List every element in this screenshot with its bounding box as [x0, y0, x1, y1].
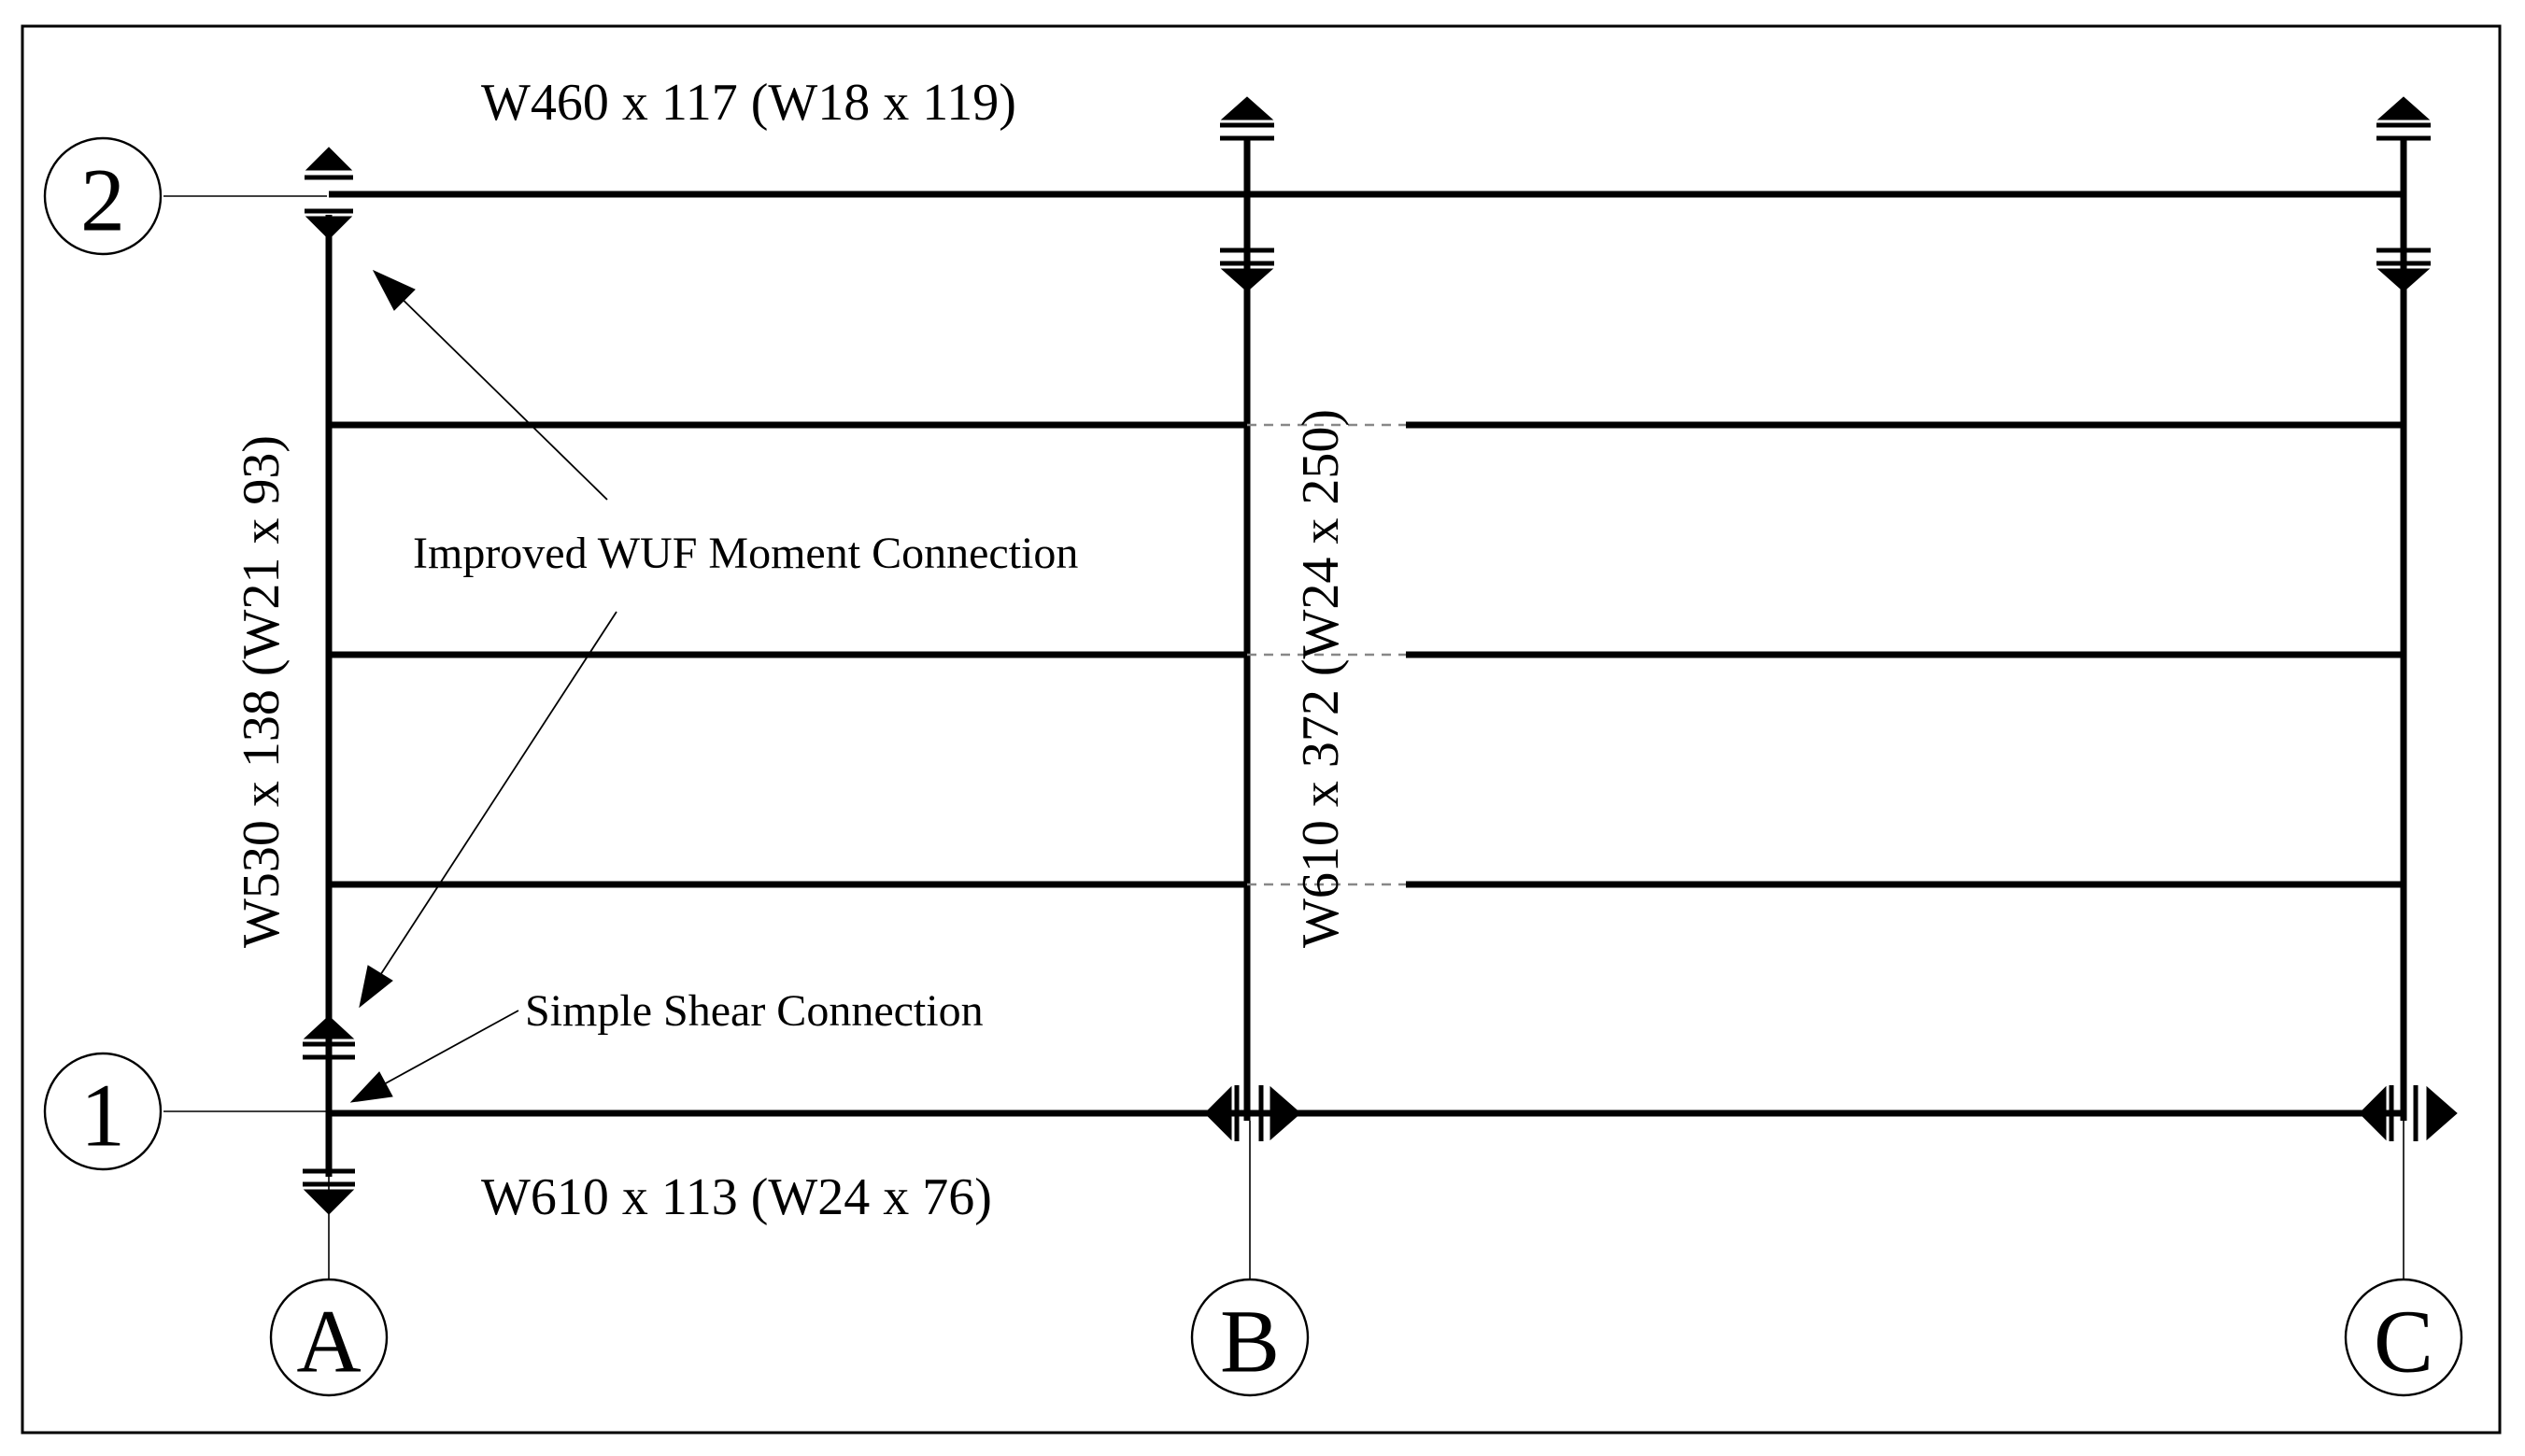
grid-label-col-a: A — [296, 1292, 361, 1392]
drawing-border — [21, 24, 2502, 1435]
grid-bubble-col-b: B — [1190, 1278, 1310, 1397]
moment-connection-symbol-c2-top — [2376, 96, 2431, 141]
shear-connection-note: Simple Shear Connection — [525, 986, 984, 1036]
grid-bubble-row-2: 2 — [43, 136, 163, 256]
grid-label-row-2: 2 — [80, 150, 125, 250]
column-b-girder-section-label: W610 x 372 (W24 x 250) — [1292, 409, 1350, 948]
moment-connection-leader-top — [372, 269, 608, 501]
column-a-girder-section-label: W530 x 138 (W21 x 93) — [233, 435, 291, 948]
moment-connection-leader-bottom — [359, 611, 617, 1009]
shear-connection-leader — [349, 1010, 519, 1103]
grid-bubble-row-1: 1 — [43, 1052, 163, 1171]
grid-label-col-c: C — [2374, 1292, 2433, 1392]
moment-connection-note: Improved WUF Moment Connection — [413, 529, 1078, 578]
beam-top-section-label: W460 x 117 (W18 x 119) — [481, 74, 1016, 132]
grid-bubble-col-a: A — [269, 1278, 389, 1397]
moment-connection-symbol-c1 — [2359, 1085, 2458, 1141]
moment-connection-symbol-a1-bottom — [303, 1168, 355, 1215]
moment-connection-symbol-b2-top — [1220, 96, 1274, 141]
moment-connection-symbol-a1-top — [303, 1015, 355, 1060]
grid-label-row-1: 1 — [80, 1066, 125, 1166]
grid-bubble-col-c: C — [2344, 1278, 2463, 1397]
grid-label-col-b: B — [1220, 1292, 1280, 1392]
moment-connection-symbol-a2 — [305, 147, 353, 240]
beam-bottom-section-label: W610 x 113 (W24 x 76) — [481, 1168, 992, 1226]
moment-connection-symbol-b1 — [1204, 1085, 1301, 1141]
moment-connection-symbol-c2-bottom — [2376, 247, 2431, 292]
moment-connection-symbol-b2-bottom — [1220, 247, 1274, 292]
